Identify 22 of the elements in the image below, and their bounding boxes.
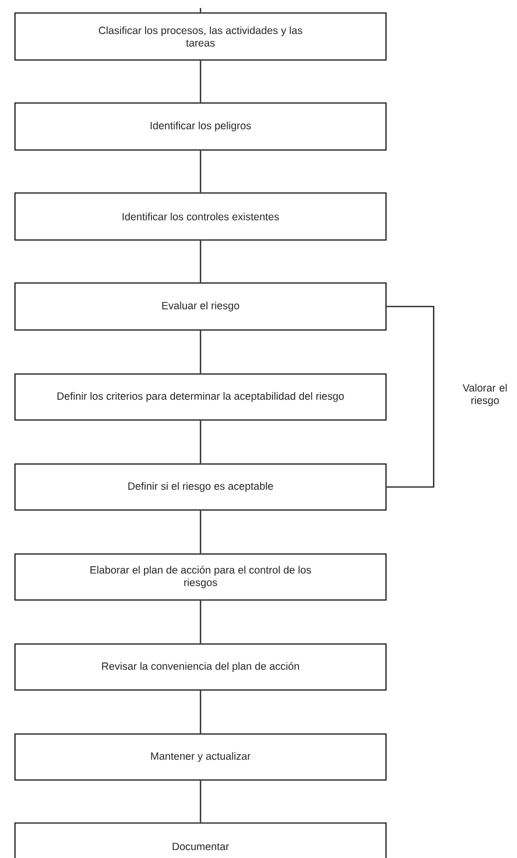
connector-line [200,420,202,464]
connector-line [200,780,202,822]
process-box: Definir los criterios para determinar la aceptabilidad del riesgo [14,373,387,421]
connector-line [200,330,202,374]
process-box: Elaborar el plan de acción para el control de los riesgos [14,553,387,601]
connector-line [200,690,202,734]
process-box: Evaluar el riesgo [14,282,387,331]
process-box: Mantener y actualizar [14,733,387,781]
connector-line [200,150,202,192]
process-box: Definir si el riesgo es aceptable [14,463,387,511]
connector-line [200,8,202,12]
connector-line [200,240,202,282]
process-box: Documentar [14,822,387,858]
connector-line [200,510,202,554]
process-box: Identificar los peligros [14,102,387,151]
connector-line [200,60,202,102]
side-label: Valorar el riesgo [462,384,507,406]
bracket-line [386,306,434,488]
process-box: Clasificar los procesos, las actividades y las tareas [14,12,387,61]
process-box: Identificar los controles existentes [14,192,387,241]
process-box: Revisar la conveniencia del plan de acción [14,643,387,691]
connector-line [200,600,202,644]
